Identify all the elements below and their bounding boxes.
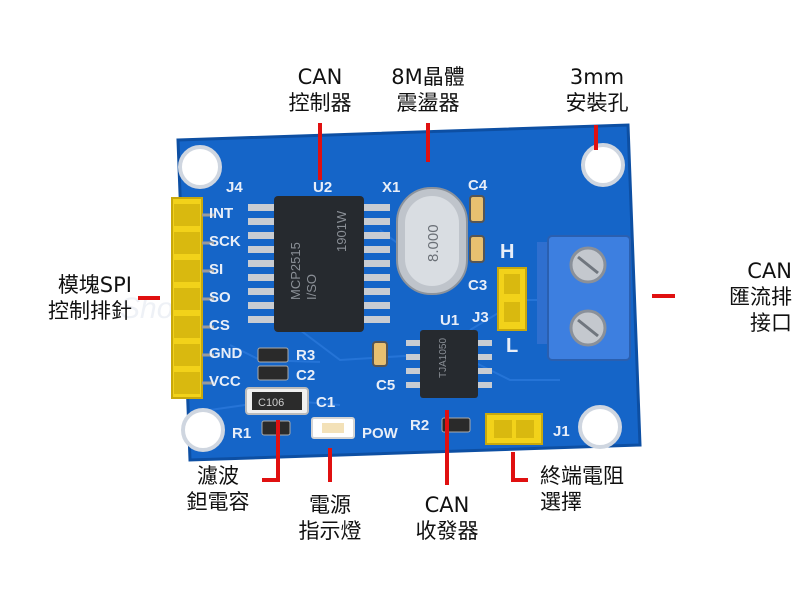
silk-r3: R3	[296, 347, 315, 364]
j1-header	[485, 413, 543, 445]
silkscreen: J4 U2 X1 C4 H C3 J3 U1 L R3 C2 C5 C1 R1 …	[209, 177, 570, 442]
silk-pin-so: SO	[209, 289, 231, 306]
callout-termination-jumper: 終端電阻 選擇	[540, 463, 650, 515]
silk-j1: J1	[553, 423, 570, 440]
u1-marking: TJA1050	[438, 338, 449, 378]
callout-power-led: 電源 指示燈	[288, 492, 372, 544]
callout-can-controller-line2: 控制器	[288, 91, 352, 115]
silk-pin-int: INT	[209, 205, 233, 222]
callout-mount-hole-line2: 安裝孔	[565, 91, 629, 115]
silk-j3: J3	[472, 309, 489, 326]
callout-can-bus-terminal-line3: 接口	[750, 311, 792, 335]
silk-pow: POW	[362, 425, 399, 442]
silk-r1: R1	[232, 425, 251, 442]
callout-filter-cap: 濾波 鉭電容	[176, 463, 260, 515]
callout-crystal-line2: 震盪器	[396, 91, 460, 115]
silk-c4: C4	[468, 177, 488, 194]
silk-c2: C2	[296, 367, 315, 384]
silk-j4: J4	[226, 179, 243, 196]
can-terminal-block	[537, 235, 631, 361]
callout-can-controller-line1: CAN	[297, 65, 343, 89]
callout-mount-hole-line1: 3mm	[569, 65, 625, 89]
callout-can-controller: CAN 控制器	[276, 64, 364, 116]
callout-termination-jumper-line2: 選擇	[540, 490, 582, 514]
silk-pin-vcc: VCC	[209, 373, 241, 390]
callout-power-led-line1: 電源	[309, 493, 351, 517]
callout-can-transceiver: CAN 收發器	[402, 492, 492, 544]
callout-can-bus-terminal-line1: CAN	[747, 259, 792, 283]
callout-can-bus-terminal: CAN 匯流排 接口	[682, 258, 792, 336]
u2-marking-2: I/SO	[304, 274, 319, 300]
u2-marking-1: MCP2515	[288, 242, 303, 300]
silk-c3: C3	[468, 277, 487, 294]
silk-c5: C5	[376, 377, 395, 394]
spi-header	[171, 197, 214, 399]
silk-h: H	[500, 241, 514, 263]
silk-x1: X1	[382, 179, 400, 196]
silk-u2: U2	[313, 179, 332, 196]
callout-filter-cap-line1: 濾波	[197, 464, 239, 488]
callout-power-led-line2: 指示燈	[298, 519, 362, 543]
silk-pin-sck: SCK	[209, 233, 241, 250]
callout-crystal: 8M晶體 震盪器	[378, 64, 478, 116]
callout-can-bus-terminal-line2: 匯流排	[729, 285, 792, 309]
callout-crystal-line1: 8M晶體	[391, 65, 465, 89]
callout-spi-header: 模塊SPI 控制排針	[20, 272, 132, 324]
silk-pin-si: SI	[209, 261, 223, 278]
mount-holes	[178, 143, 625, 452]
silk-pin-gnd: GND	[209, 345, 243, 362]
silk-l: L	[506, 335, 518, 357]
leader-lines	[138, 123, 675, 485]
callout-spi-header-line1: 模塊SPI	[57, 273, 132, 297]
crystal-marking: 8.000	[425, 224, 442, 262]
j3-header	[497, 267, 527, 331]
callout-filter-cap-line2: 鉭電容	[186, 490, 250, 514]
silk-pin-cs: CS	[209, 317, 230, 334]
callout-can-transceiver-line2: 收發器	[415, 519, 479, 543]
silk-c1: C1	[316, 394, 335, 411]
crystal-oscillator: 8.000	[396, 187, 468, 295]
callout-termination-jumper-line1: 終端電阻	[540, 464, 624, 488]
silk-r2: R2	[410, 417, 429, 434]
silk-u1: U1	[440, 312, 459, 329]
callout-spi-header-line2: 控制排針	[48, 299, 132, 323]
u2-marking-3: 1901W	[334, 210, 349, 252]
callout-mount-hole: 3mm 安裝孔	[552, 64, 642, 116]
cap-marking: C106	[258, 397, 284, 409]
callout-can-transceiver-line1: CAN	[424, 493, 470, 517]
tja1050-chip: TJA1050	[406, 330, 492, 398]
mcp2515-chip: MCP2515 I/SO 1901W	[248, 196, 390, 332]
